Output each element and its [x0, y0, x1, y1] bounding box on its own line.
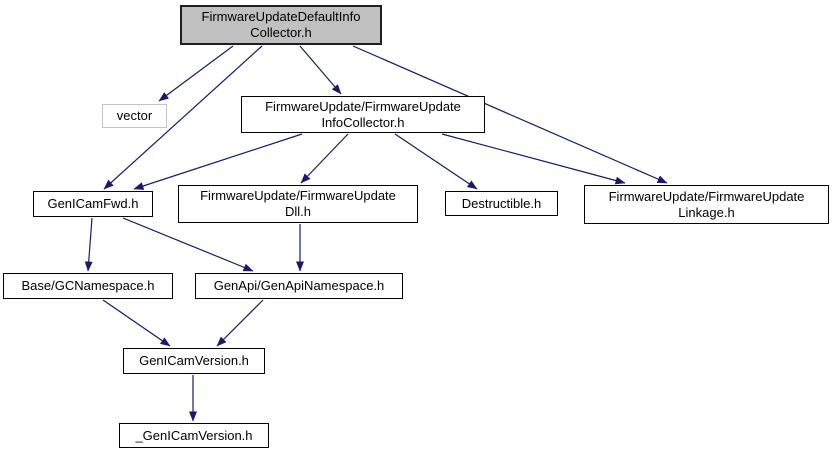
node-label-line: GenICamVersion.h [139, 353, 249, 368]
node-label-line: FirmwareUpdate/FirmwareUpdate [608, 188, 805, 204]
edge-root-to-linkage [352, 45, 668, 184]
node-firmware-update-linkage[interactable]: FirmwareUpdate/FirmwareUpdate Linkage.h [584, 185, 829, 224]
edge-root-to-vector [158, 45, 234, 102]
node-base-gc-namespace[interactable]: Base/GCNamespace.h [3, 273, 173, 299]
edge-root-to-info-collector [299, 45, 342, 95]
node-genicam-fwd[interactable]: GenICamFwd.h [33, 191, 153, 217]
node-vector: vector [102, 104, 167, 128]
node-label-line: Base/GCNamespace.h [21, 278, 155, 293]
edge-root-to-genicam-fwd [103, 45, 263, 190]
node-label-line: FirmwareUpdate/FirmwareUpdate [265, 98, 461, 114]
node-label-line: InfoCollector.h [321, 114, 405, 130]
node-underscore-genicam-version[interactable]: _GenICamVersion.h [119, 423, 269, 448]
node-label-line: FirmwareUpdate/FirmwareUpdate [200, 188, 396, 203]
edge-info-collector-to-genicam-fwd [133, 133, 303, 190]
node-label-line: Destructible.h [461, 195, 542, 211]
node-label-line: _GenICamVersion.h [135, 427, 253, 443]
node-firmware-update-default-info-collector: FirmwareUpdateDefaultInfo Collector.h [180, 5, 382, 45]
edge-genapi-to-genicam-version [216, 299, 264, 347]
node-genicam-version[interactable]: GenICamVersion.h [123, 348, 265, 374]
edge-genicam-fwd-to-genapi [122, 217, 254, 272]
edge-info-collector-to-dll [300, 133, 349, 184]
edge-base-to-genicam-version [102, 299, 171, 347]
edge-genicam-fwd-to-base [84, 217, 93, 272]
node-firmware-update-dll[interactable]: FirmwareUpdate/FirmwareUpdate Dll.h [178, 185, 418, 223]
node-genapi-genapi-namespace[interactable]: GenApi/GenApiNamespace.h [195, 273, 403, 299]
node-label-line: GenApi/GenApiNamespace.h [213, 278, 385, 293]
node-label-line: vector [116, 108, 153, 123]
node-label-line: Collector.h [250, 25, 312, 40]
node-label-line: Linkage.h [678, 204, 735, 220]
node-firmware-update-info-collector[interactable]: FirmwareUpdate/FirmwareUpdate InfoCollec… [241, 96, 485, 133]
node-destructible[interactable]: Destructible.h [445, 191, 558, 216]
node-label-line: FirmwareUpdateDefaultInfo [201, 9, 361, 24]
edge-info-collector-to-linkage [441, 133, 626, 185]
node-label-line: Dll.h [284, 204, 311, 219]
node-label-line: GenICamFwd.h [47, 196, 139, 211]
edge-info-collector-to-destructible [394, 133, 478, 190]
